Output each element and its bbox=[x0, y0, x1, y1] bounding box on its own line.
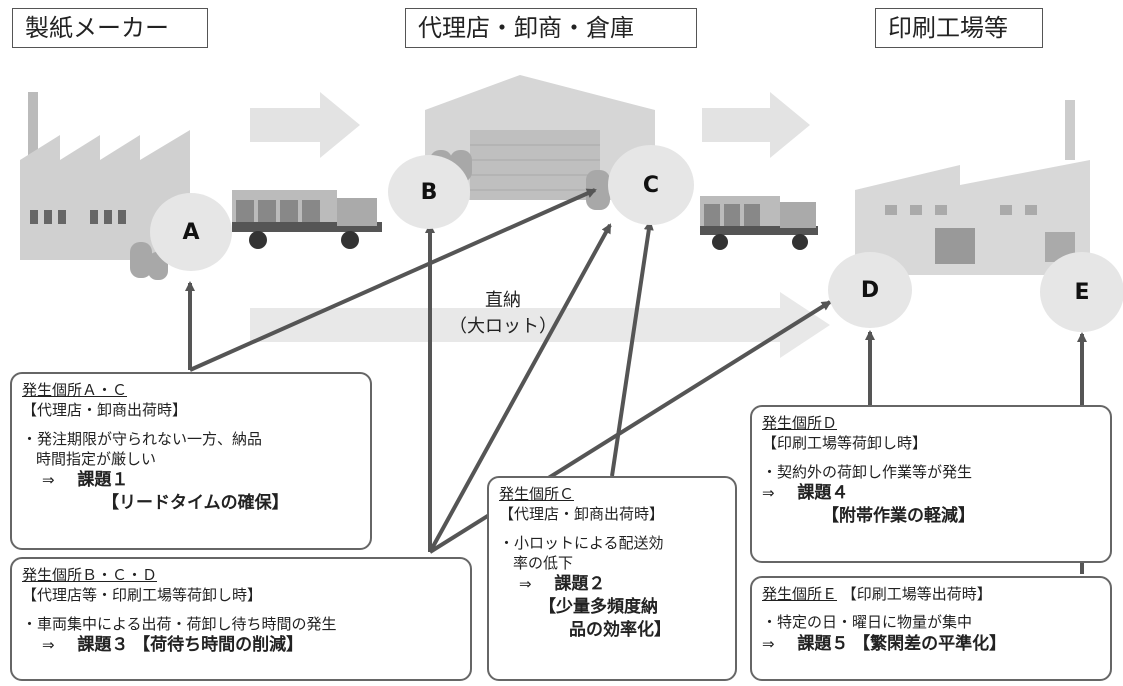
task-name: 【荷待ち時間の削減】 bbox=[133, 634, 304, 655]
task-line: ⇒ 課題１ bbox=[22, 469, 360, 492]
callout-box-e: 発生個所Ｅ 【印刷工場等出荷時】 ・特定の日・曜日に物量が集中 ⇒ 課題５ 【繁… bbox=[750, 576, 1112, 681]
node-d: D bbox=[828, 252, 912, 328]
truck-2-icon bbox=[700, 196, 818, 250]
warehouse-icon bbox=[425, 75, 655, 200]
issue-line-1: ・発注期限が守られない一方、納品 bbox=[22, 429, 263, 448]
task-name: 【リードタイムの確保】 bbox=[102, 492, 289, 513]
header-printing-factory: 印刷工場等 bbox=[875, 8, 1043, 48]
implies-arrow-icon: ⇒ bbox=[762, 483, 775, 502]
task-name-line-2: 品の効率化】 bbox=[569, 619, 671, 640]
callout-box-d: 発生個所Ｄ 【印刷工場等荷卸し時】 ・契約外の荷卸し作業等が発生 ⇒ 課題４ 【… bbox=[750, 405, 1112, 563]
direct-delivery-label: 直納 （大ロット） bbox=[448, 288, 558, 340]
flow-arrow-1 bbox=[250, 92, 360, 158]
direct-delivery-lot: （大ロット） bbox=[449, 316, 557, 337]
issue-line-1: ・特定の日・曜日に物量が集中 bbox=[762, 613, 973, 632]
location-label: 発生個所Ａ・Ｃ bbox=[22, 381, 128, 399]
task-line: ⇒ 課題２ bbox=[499, 573, 725, 596]
implies-arrow-icon: ⇒ bbox=[42, 635, 55, 654]
issue-line-2: 率の低下 bbox=[513, 553, 574, 572]
issue-text: ・小ロットによる配送効 率の低下 bbox=[499, 533, 725, 574]
task-number: 課題５ bbox=[797, 633, 849, 654]
location-label: 発生個所Ｄ bbox=[762, 414, 838, 432]
issue-line-1: ・車両集中による出荷・荷卸し待ち時間の発生 bbox=[22, 614, 337, 633]
task-line: ⇒ 課題４ bbox=[762, 482, 1100, 505]
task-line: ⇒ 課題５ 【繁閑差の平準化】 bbox=[762, 633, 1100, 656]
task-line: ⇒ 課題３ 【荷待ち時間の削減】 bbox=[22, 634, 460, 657]
node-c: C bbox=[608, 145, 694, 225]
connector-arrows bbox=[185, 188, 1087, 574]
task-number: 課題１ bbox=[77, 470, 129, 490]
task-name: 【附帯作業の軽減】 bbox=[822, 505, 975, 526]
direct-delivery-band bbox=[250, 292, 830, 358]
truck-1-icon bbox=[232, 190, 382, 249]
implies-arrow-icon: ⇒ bbox=[762, 634, 775, 653]
callout-box-c: 発生個所Ｃ 【代理店・卸商出荷時】 ・小ロットによる配送効 率の低下 ⇒ 課題２… bbox=[487, 476, 737, 681]
timing-label: 【印刷工場等出荷時】 bbox=[841, 585, 992, 603]
callout-box-bcd: 発生個所Ｂ・Ｃ・Ｄ 【代理店等・印刷工場等荷卸し時】 ・車両集中による出荷・荷卸… bbox=[10, 557, 472, 681]
paper-mill-icon bbox=[20, 92, 190, 260]
timing-label: 【印刷工場等荷卸し時】 bbox=[762, 434, 928, 453]
issue-line-1: ・小ロットによる配送効 bbox=[499, 533, 664, 552]
node-b: B bbox=[388, 155, 470, 229]
flow-arrow-2 bbox=[702, 92, 810, 158]
implies-arrow-icon: ⇒ bbox=[42, 471, 55, 489]
callout-box-ac: 発生個所Ａ・Ｃ 【代理店・卸商出荷時】 ・発注期限が守られない一方、納品 時間指… bbox=[10, 372, 372, 550]
printing-factory-icon bbox=[855, 100, 1090, 275]
location-label: 発生個所Ｃ bbox=[499, 485, 575, 503]
timing-label: 【代理店・卸商出荷時】 bbox=[22, 401, 188, 420]
implies-arrow-icon: ⇒ bbox=[519, 575, 532, 593]
node-e: E bbox=[1040, 252, 1123, 332]
issue-text: ・発注期限が守られない一方、納品 時間指定が厳しい bbox=[22, 429, 360, 470]
location-line: 発生個所Ｅ 【印刷工場等出荷時】 bbox=[762, 584, 1100, 604]
task-name: 【繁閑差の平準化】 bbox=[853, 633, 1007, 654]
task-number: 課題４ bbox=[797, 482, 849, 503]
task-number: 課題２ bbox=[554, 574, 606, 594]
location-label: 発生個所Ｂ・Ｃ・Ｄ bbox=[22, 566, 158, 584]
header-agent-warehouse: 代理店・卸商・倉庫 bbox=[405, 8, 697, 48]
header-manufacturer: 製紙メーカー bbox=[12, 8, 208, 48]
task-number: 課題３ bbox=[77, 634, 129, 655]
task-name-line-1: 【少量多頻度納 bbox=[539, 596, 658, 617]
location-label: 発生個所Ｅ bbox=[762, 585, 838, 603]
issue-line-1: ・契約外の荷卸し作業等が発生 bbox=[762, 462, 973, 481]
timing-label: 【代理店・卸商出荷時】 bbox=[499, 505, 665, 524]
node-a: A bbox=[150, 193, 232, 271]
timing-label: 【代理店等・印刷工場等荷卸し時】 bbox=[22, 586, 263, 605]
direct-delivery-title: 直納 bbox=[485, 290, 521, 311]
issue-line-2: 時間指定が厳しい bbox=[36, 449, 157, 468]
